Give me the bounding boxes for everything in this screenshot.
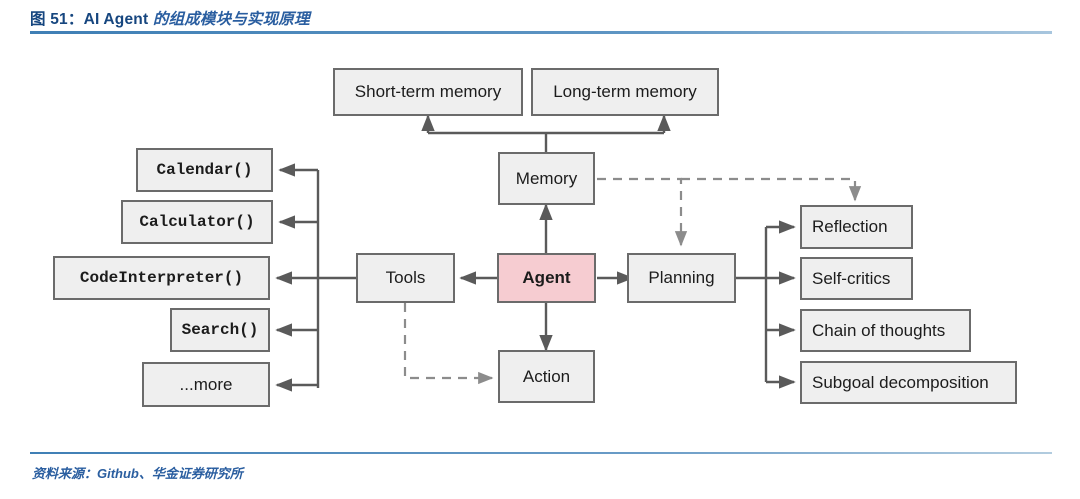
edge-memory-to-reflection-dashed — [681, 177, 862, 202]
node-code-interpreter[interactable]: CodeInterpreter() — [53, 256, 270, 300]
page-title: 图 51：AI Agent 的组成模块与实现原理 — [30, 7, 310, 29]
node-action[interactable]: Action — [498, 350, 595, 403]
node-planning[interactable]: Planning — [627, 253, 736, 303]
node-label: Action — [522, 366, 571, 386]
node-label: Short-term memory — [354, 82, 502, 101]
title-cn: 的组成模块与实现原理 — [152, 11, 310, 28]
node-reflection[interactable]: Reflection — [800, 205, 913, 249]
node-label: Long-term memory — [553, 82, 697, 101]
node-label: Calculator() — [139, 213, 255, 231]
diagram-canvas: Short-term memory Long-term memory Memor… — [0, 40, 1080, 450]
source-note: 资料来源：Github、华金证券研究所 — [32, 466, 243, 481]
edge-memory-to-planning-dashed — [597, 177, 688, 247]
edge-tools-to-action-dashed — [403, 303, 494, 385]
node-tools[interactable]: Tools — [356, 253, 455, 303]
node-label: Subgoal decomposition — [812, 372, 989, 392]
node-long-term-memory[interactable]: Long-term memory — [531, 68, 719, 116]
node-self-critics[interactable]: Self-critics — [800, 257, 913, 300]
node-label: Agent — [522, 268, 571, 287]
node-label: Chain of thoughts — [812, 320, 946, 340]
node-calculator[interactable]: Calculator() — [121, 200, 273, 244]
node-label: CodeInterpreter() — [79, 269, 244, 287]
node-short-term-memory[interactable]: Short-term memory — [333, 68, 523, 116]
node-memory[interactable]: Memory — [498, 152, 595, 205]
node-label: Planning — [648, 268, 715, 287]
node-label: Tools — [385, 268, 426, 287]
node-chain-of-thoughts[interactable]: Chain of thoughts — [800, 309, 971, 352]
header-divider — [30, 31, 1052, 34]
node-calendar[interactable]: Calendar() — [136, 148, 273, 192]
node-label: Memory — [515, 168, 578, 188]
node-label: Reflection — [812, 217, 888, 236]
node-more[interactable]: ...more — [142, 362, 270, 407]
footer-divider — [30, 452, 1052, 454]
diagram-edges — [275, 114, 862, 392]
figure-number: 图 51： — [30, 11, 84, 28]
node-search[interactable]: Search() — [170, 308, 270, 352]
node-label: Self-critics — [812, 268, 891, 288]
node-agent[interactable]: Agent — [497, 253, 596, 303]
node-subgoal-decomposition[interactable]: Subgoal decomposition — [800, 361, 1017, 404]
node-label: Search() — [181, 321, 259, 339]
title-en: AI Agent — [83, 11, 153, 28]
node-label: ...more — [179, 374, 233, 394]
node-label: Calendar() — [156, 161, 253, 179]
